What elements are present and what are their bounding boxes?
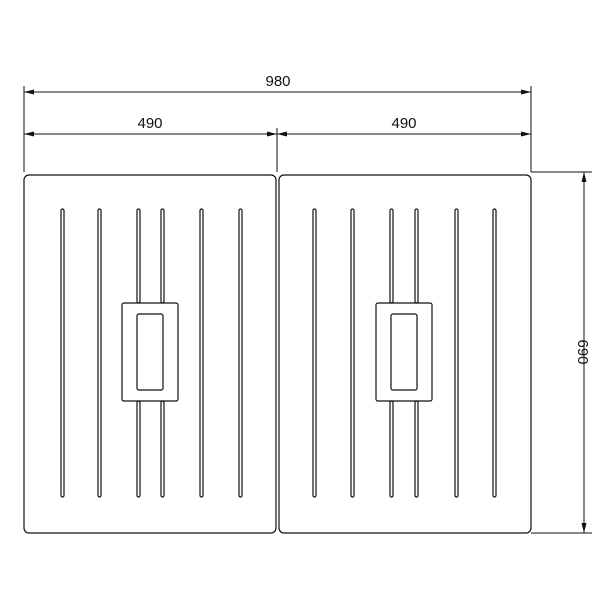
slot (454, 208, 459, 498)
slot (136, 208, 141, 304)
slot (238, 208, 243, 498)
arrowhead (521, 131, 531, 137)
slot (97, 208, 102, 498)
slot (160, 400, 165, 498)
arrowhead-left (24, 89, 34, 95)
arrowhead-right (521, 89, 531, 95)
slot (312, 208, 317, 498)
panel-outline (23, 174, 277, 534)
handle-frame (375, 302, 433, 402)
slot (414, 400, 419, 498)
panel-outline (278, 174, 532, 534)
slot (60, 208, 65, 498)
dimension-label-total-width: 980 (265, 73, 290, 90)
left-panel (23, 174, 277, 534)
handle-frame (121, 302, 179, 402)
slot (389, 400, 394, 498)
arrowhead-bottom (581, 523, 587, 533)
dimension-label-left-panel: 490 (137, 115, 162, 132)
slot (136, 400, 141, 498)
handle-grip (390, 313, 418, 391)
arrowhead (267, 131, 277, 137)
slot (389, 208, 394, 304)
slot (492, 208, 497, 498)
dimension-label-height: 690 (574, 339, 591, 364)
slot (199, 208, 204, 498)
slot (414, 208, 419, 304)
arrowhead (24, 131, 34, 137)
right-panel (278, 174, 532, 534)
slot (350, 208, 355, 498)
arrowhead (277, 131, 287, 137)
handle-grip (136, 313, 164, 391)
dimension-panel-widths (24, 128, 531, 172)
slot (160, 208, 165, 304)
arrowhead-top (581, 172, 587, 182)
dimension-label-right-panel: 490 (391, 115, 416, 132)
dimension-total-width (23, 86, 532, 172)
dimension-height (531, 171, 592, 534)
